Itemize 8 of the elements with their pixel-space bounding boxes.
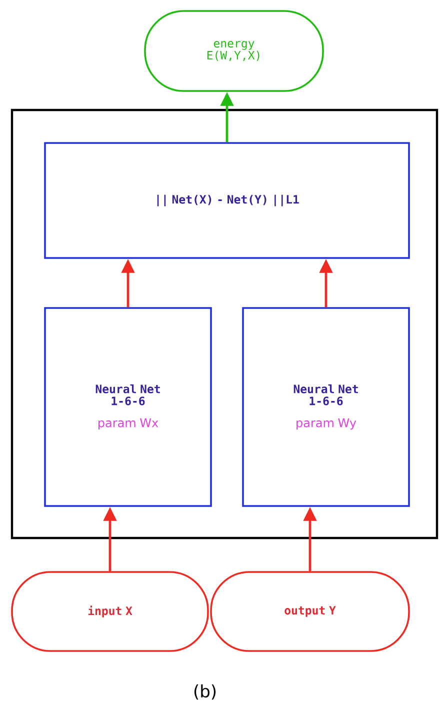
process-box: Neural Net 1-6-6 param Wx [44, 307, 212, 507]
terminal-node: output Y [210, 571, 410, 652]
process-box: Neural Net 1-6-6 param Wy [242, 307, 410, 507]
terminal-node: input X [11, 571, 209, 652]
process-box: || Net(X) - Net(Y) ||L1 [44, 142, 410, 259]
container-box [10, 108, 438, 540]
caption: (b) [194, 684, 216, 700]
terminal-node: energy E(W,Y,X) [144, 10, 324, 92]
